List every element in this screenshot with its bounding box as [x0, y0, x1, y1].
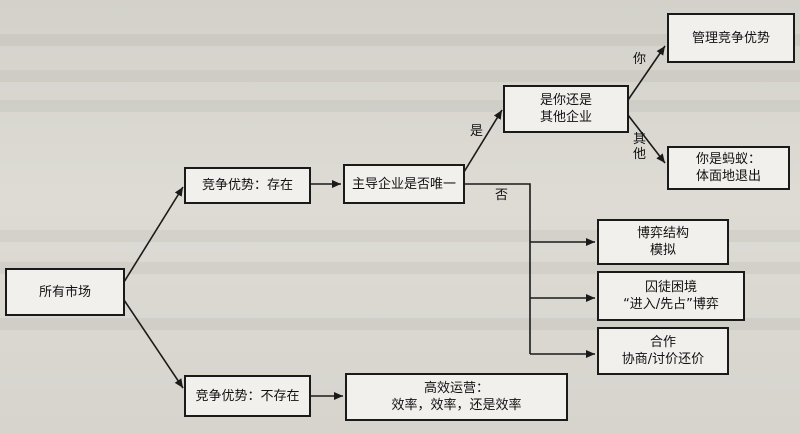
node-ant-exit: 你是蚂蚁： 体面地退出	[667, 146, 790, 190]
node-advantage-no: 竞争优势：不存在	[184, 375, 311, 417]
edge-markets-to-advantage-yes	[123, 186, 184, 283]
edge-you-or-others-to-manage	[627, 45, 666, 101]
edge-label-no: 否	[495, 188, 509, 203]
node-prisoners-dilemma: 囚徒困境 “进入/先占”博弈	[597, 271, 745, 321]
edge-label-others: 其他	[633, 132, 647, 162]
edge-markets-to-advantage-no	[123, 299, 184, 389]
bleed-through-text-line	[0, 34, 800, 46]
edge-dominant-to-you-or-others	[463, 109, 503, 173]
edge-you-or-others-to-ant	[627, 114, 666, 164]
node-manage-advantage: 管理竞争优势	[667, 13, 795, 63]
node-cooperation: 合作 协商/讨价还价	[597, 327, 729, 375]
bleed-through-text-line	[0, 70, 800, 82]
node-efficient-ops: 高效运营： 效率，效率，还是效率	[345, 373, 568, 421]
node-advantage-yes: 竞争优势：存在	[184, 167, 311, 204]
node-all-markets: 所有市场	[5, 268, 125, 316]
node-game-structure: 博弈结构 模拟	[597, 219, 729, 265]
node-you-or-others: 是你还是 其他企业	[503, 85, 629, 133]
edge-label-you: 你	[633, 52, 647, 67]
edge-dominant-no-branch	[464, 183, 531, 354]
node-dominant-only: 主导企业是否唯一	[343, 164, 465, 204]
edge-label-yes: 是	[470, 124, 484, 139]
